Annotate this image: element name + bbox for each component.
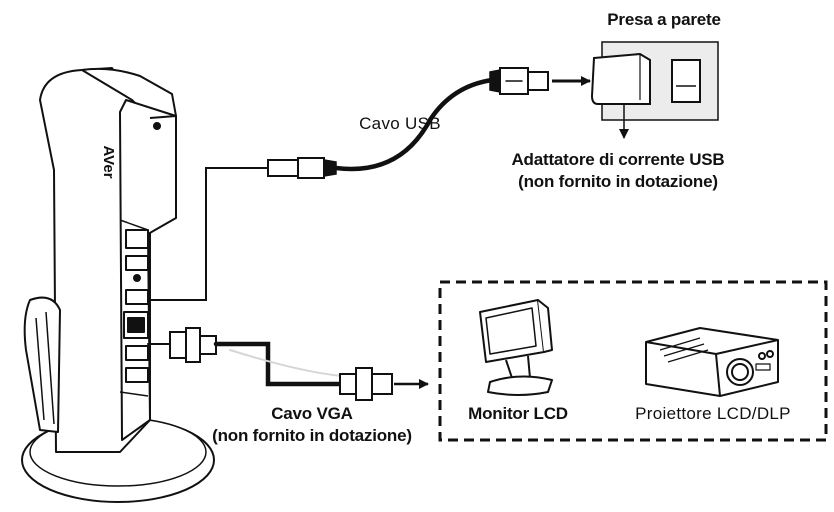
- display-devices-box: [438, 280, 828, 442]
- projector-label: Proiettore LCD/DLP: [635, 404, 791, 423]
- usb-adapter-label-line2: (non fornito in dotazione): [518, 172, 718, 191]
- lcd-monitor-icon: [479, 299, 553, 396]
- usb-cable-icon: [147, 67, 549, 301]
- projector-icon: [645, 327, 779, 397]
- usb-adapter-icon: [590, 52, 651, 105]
- document-camera-icon: [21, 67, 215, 503]
- vga-cable-icon: [147, 327, 393, 401]
- wall-socket-label: Presa a parete: [607, 10, 721, 29]
- device-logo: AVer: [100, 145, 117, 178]
- usb-adapter-label-line1: Adattatore di corrente USB: [511, 150, 725, 169]
- usb-cable-label: Cavo USB: [359, 114, 441, 133]
- monitor-label: Monitor LCD: [468, 404, 568, 423]
- vga-cable-label-line1: Cavo VGA: [271, 404, 353, 423]
- vga-cable-label-line2: (non fornito in dotazione): [212, 426, 412, 445]
